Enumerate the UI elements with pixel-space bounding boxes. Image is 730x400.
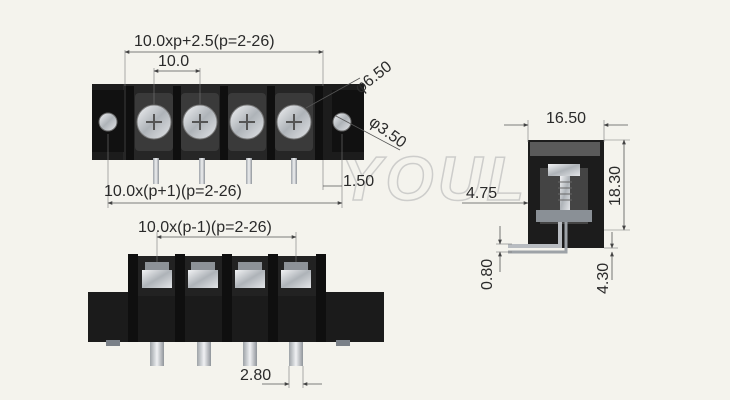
front-view: 10.0x(p-1)(p=2-26) 2.80	[88, 219, 384, 388]
mount-screw-right	[332, 112, 352, 132]
top-view: 10.0xp+2.5(p=2-26) 10.0 φ6.50 φ3.50 10.0…	[92, 33, 409, 208]
dim-depth: 16.50	[546, 110, 586, 127]
dim-hole-large: φ6.50	[352, 58, 395, 97]
dim-pin-span: 10.0x(p-1)(p=2-26)	[138, 219, 272, 236]
dim-height: 18.30	[607, 166, 624, 206]
dim-pin-offset: 4.75	[466, 185, 497, 202]
dim-pin-thickness: 0.80	[479, 259, 496, 290]
dim-total-width: 10.0xp+2.5(p=2-26)	[134, 33, 275, 50]
dim-pin-length: 4.30	[595, 263, 612, 294]
dim-pitch: 10.0	[158, 53, 189, 70]
dim-pin-width: 2.80	[240, 367, 271, 384]
dim-row-width: 10.0x(p+1)(p=2-26)	[104, 183, 242, 200]
mount-screw-left	[98, 112, 118, 132]
side-view: 16.50 4.75 18.30 0.80 4.30	[462, 110, 630, 294]
dim-offset: 1.50	[343, 173, 374, 190]
terminal-screws	[135, 93, 313, 151]
